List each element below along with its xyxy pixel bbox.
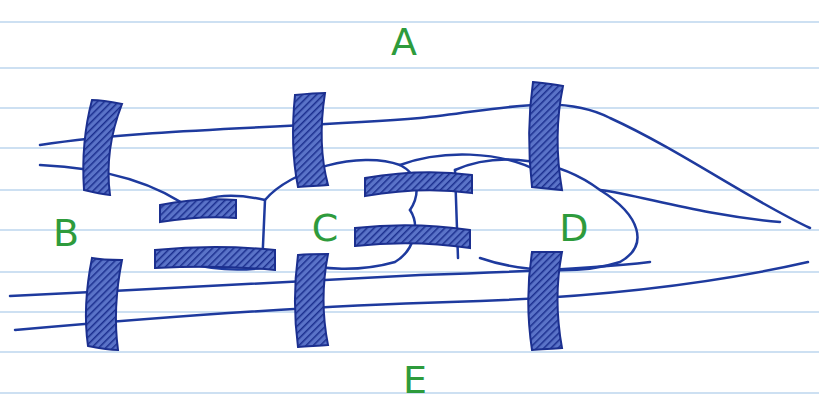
region-label: D [555, 207, 592, 249]
region-label: C [308, 207, 343, 249]
region-label: A [387, 21, 421, 63]
region-label: E [399, 359, 431, 401]
region-label: B [49, 212, 83, 254]
